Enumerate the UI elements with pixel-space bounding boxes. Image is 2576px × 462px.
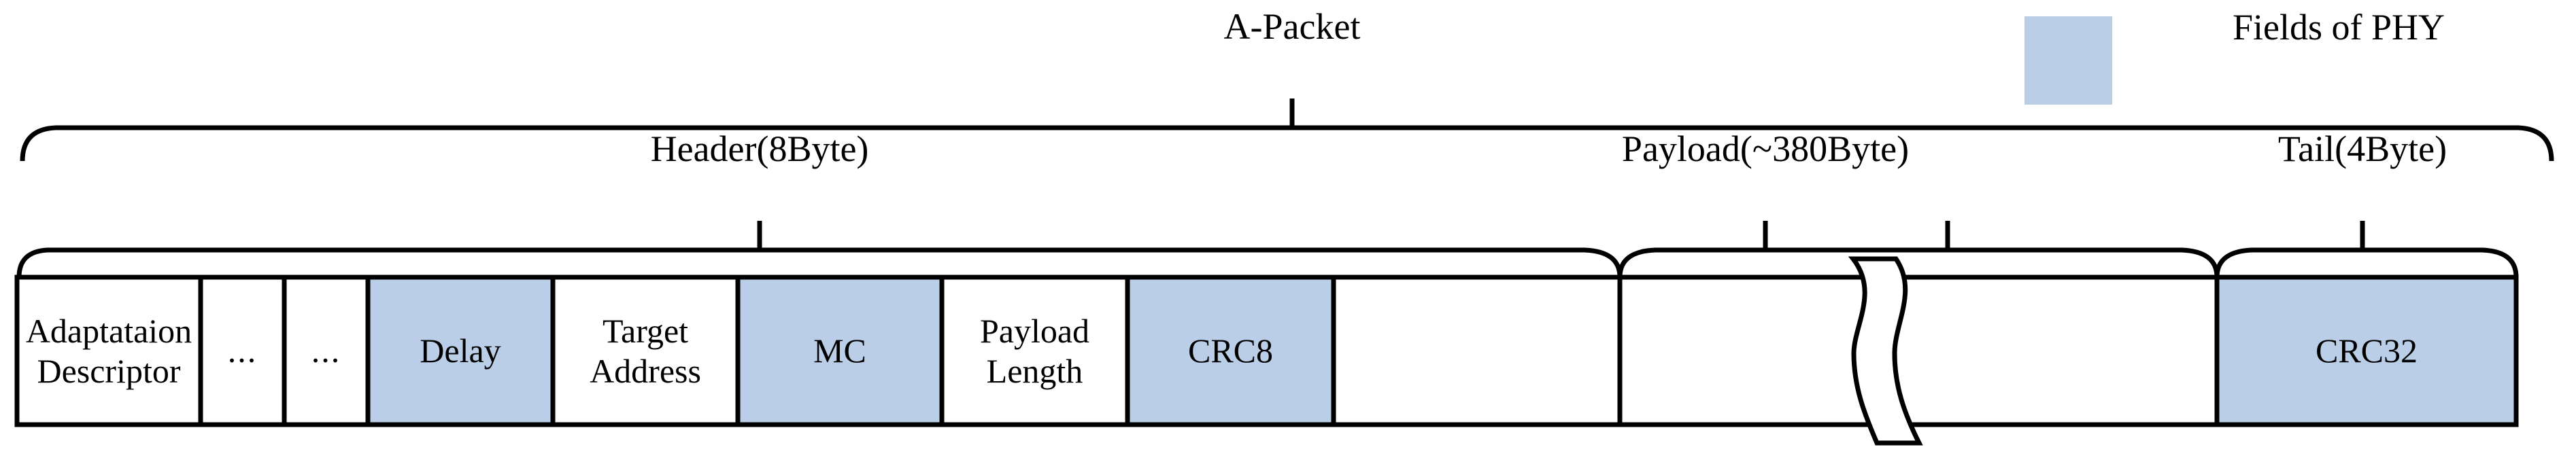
field-cell-mc: [735, 274, 945, 427]
field-cell-target-address: [550, 274, 741, 427]
field-cell-crc8: [1125, 274, 1336, 427]
field-cell-crc32: [2214, 274, 2519, 427]
a-packet-label: A-Packet: [1223, 6, 1361, 47]
payload-break-mark: [1848, 256, 1923, 446]
payload-brace: [1617, 247, 2220, 278]
tail-brace: [2214, 247, 2519, 278]
field-cell-header-remainder: [1331, 274, 1623, 427]
field-cell-adaptation-descriptor: [14, 274, 203, 427]
legend-swatch: [2024, 16, 2112, 105]
field-cell-delay: [365, 274, 556, 427]
tail-section-label: Tail(4Byte): [2277, 128, 2447, 169]
payload-section-label: Payload(~380Byte): [1621, 128, 1910, 169]
a-packet-brace: [20, 125, 2554, 162]
header-brace: [16, 247, 1623, 278]
legend-label: Fields of PHY: [2233, 7, 2445, 48]
field-cell-ellipsis-2: [282, 274, 371, 427]
field-cell-payload-length: [939, 274, 1130, 427]
field-cell-payload: [1617, 274, 2220, 427]
field-cell-ellipsis-1: [198, 274, 287, 427]
header-section-label: Header(8Byte): [650, 128, 869, 169]
